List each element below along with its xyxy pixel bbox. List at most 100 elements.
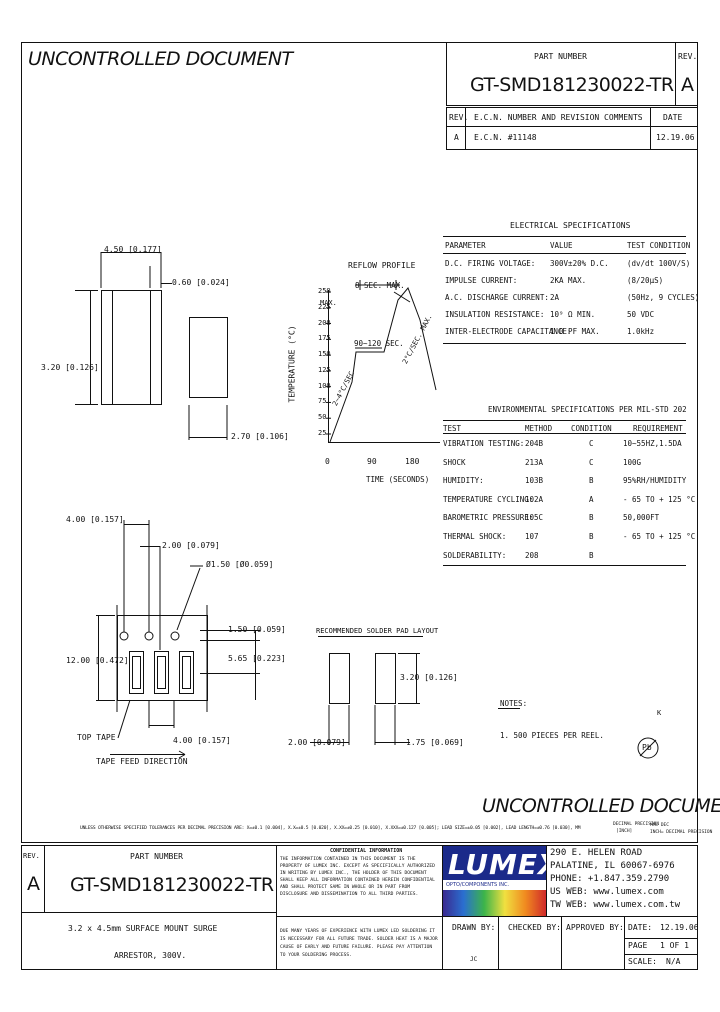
pocket-2 [154,651,169,694]
reflow-ytick-label: 125 [318,365,331,374]
tolerance-mm2: [INCH] [616,829,633,834]
lumex-logo-text: LUMEX [448,848,546,881]
address-line: US WEB: www.lumex.com [550,887,664,897]
env-cell-method: 213A [525,457,544,467]
reflow-ytick-label: 50 [318,413,327,422]
page-label: PAGE [628,941,648,950]
reflow-curve [329,287,437,443]
footer-rev-value: A [27,873,40,895]
dim-d4: 2.70 [0.106] [231,432,289,441]
electrical-row: D.C. FIRING VOLTAGE:300V±20% D.C.(dv/dt … [445,256,690,272]
env-cell-cond: B [589,513,594,523]
electrical-cell-cond: (dv/dt 100V/S) [627,259,691,268]
env-cell-req: 10~55HZ,1.5DA [623,439,682,448]
dim-t3: Ø1.50 [Ø0.059] [206,560,274,569]
part-side-view [189,317,228,398]
watermark-top: UNCONTROLLED DOCUMENT [28,48,293,70]
env-cell-req: 100G [623,457,642,467]
part-top-view [101,290,162,405]
address-line: PALATINE, IL 60067-6976 [550,861,675,871]
solder-h: 3.20 [0.126] [400,673,458,682]
rohs-circle [637,737,659,759]
rev-col-date: DATE [663,113,683,122]
solder-w1: 2.00 [0.079] [288,738,346,747]
sheet-border [21,42,698,843]
drawn-by: JC [470,956,478,963]
dim-t7: TOP TAPE [77,733,116,742]
page-value: 1 OF 1 [660,941,689,950]
reflow-note-max: 8 SEC. MAX. [355,281,405,290]
environmental-header-row: TEST METHOD CONDITION REQUIREMENT [443,421,685,436]
part-number: GT-SMD181230022-TR [470,74,674,96]
rev-row-rev: A [454,133,459,142]
env-cell-method: 204B [525,439,544,448]
electrical-row: INTER-ELECTRODE CAPACITANCE:1.0 PF MAX.1… [445,324,685,340]
revision-table-box [446,107,698,150]
dim-t1: 4.00 [0.157] [66,515,124,524]
electrical-row: INSULATION RESISTANCE:10⁹ Ω MIN.50 VDC [445,307,685,323]
checked-by-label: CHECKED BY: [508,923,561,932]
footer-rev-label: REV. [23,852,40,860]
env-cell-req: - 65 TO + 125 °C [623,532,696,541]
env-cell-cond: B [589,476,594,486]
scale-label: SCALE: [628,957,657,966]
electrical-cell-cond: (8/20μS) [627,276,664,285]
env-col-method: METHOD [525,424,553,433]
env-cell-test: BAROMETRIC PRESSURE: [443,513,534,523]
env-cell-cond: C [589,439,594,448]
lumex-logo: LUMEX OPTO/COMPONENTS INC. [443,846,546,916]
rohs-k: K [657,709,662,717]
rev-col-ecn: E.C.N. NUMBER AND REVISION COMMENTS [474,113,643,122]
reflow-ytick-label: 25 [318,429,327,437]
env-cell-method: 102A [525,494,544,504]
reflow-xtick-90: 90 [367,457,377,466]
env-cell-req: 95%RH/HUMIDITY [623,476,687,486]
electrical-cell-value: 2KA MAX. [550,276,587,285]
reflow-ytick-label: 250 [318,287,331,295]
footer-part-number: GT-SMD181230022-TR [70,874,274,896]
confidential-title: CONFIDENTIAL INFORMATION [330,848,403,854]
electrical-row: A.C. DISCHARGE CURRENT:2A(50Hz, 9 CYCLES… [445,290,699,306]
reflow-xlabel: TIME (SECONDS) [366,475,430,484]
title-block [21,845,698,970]
pocket-1 [129,651,144,694]
drawn-by-label: DRAWN BY: [452,923,496,932]
env-cell-method: 107 [525,532,539,541]
confidential-body: THE INFORMATION CONTAINED IN THIS DOCUME… [280,857,435,897]
tolerance-mm1: DECIMAL PRECISION [613,822,660,827]
solder-w2: 1.75 [0.069] [406,738,464,747]
rev-row-ecn: E.C.N. #11148 [474,133,537,142]
electrical-cell-param: D.C. FIRING VOLTAGE: [445,259,536,268]
electrical-col-cond: TEST CONDITION [627,241,691,250]
dim-t5: 12.00 [0.472] [66,656,129,665]
electrical-cell-value: 10⁹ Ω MIN. [550,310,596,319]
reflow-ylabel: TEMPERATURE (°C) [287,325,297,403]
reflow-note-max2: MAX. [320,299,337,307]
rohs-mark: Pb [642,743,652,752]
reflow-ytick-label: 225 [318,302,331,311]
sprocket-hole-1 [119,631,129,641]
solder-pad-right [375,653,396,704]
electrical-cell-param: INTER-ELECTRODE CAPACITANCE: [445,327,572,336]
electrical-cell-param: A.C. DISCHARGE CURRENT: [445,293,549,302]
part-number-label: PART NUMBER [534,52,587,61]
reflow-ytick-label: 200 [318,318,331,327]
sprocket-hole-3 [170,631,180,641]
env-col-req: REQUIREMENT [633,424,683,433]
dim-d2: 0.60 [0.024] [172,278,230,287]
dim-t8: 4.00 [0.157] [173,736,231,745]
electrical-col-param: PARAMETER [445,241,486,250]
reflow-ytick-label: 175 [318,334,331,343]
env-col-cond: CONDITION [571,424,612,433]
reflow-ytick-label: 100 [318,381,331,390]
dim-t4: 1.50 [0.059] [228,625,286,634]
env-cell-req: - 65 TO + 125 °C [623,494,696,504]
env-cell-method: 208 [525,550,539,560]
rev-value: A [681,74,694,96]
electrical-cell-value: 1.0 PF MAX. [550,327,600,336]
pocket-3 [179,651,194,694]
scale-value: N/A [666,957,681,966]
